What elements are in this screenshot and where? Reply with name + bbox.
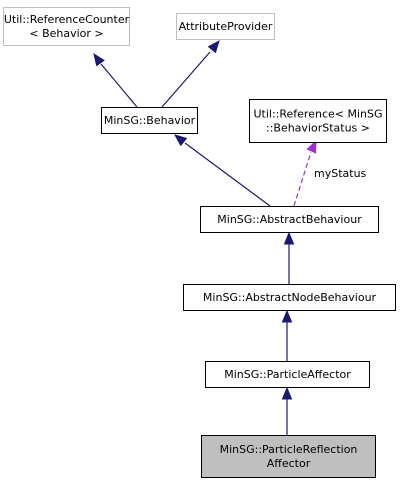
class-node-attribute-provider[interactable]: AttributeProvider: [176, 13, 275, 40]
arrowhead-icon: [281, 386, 293, 400]
edge-behavior-to-attribute-provider: [161, 39, 220, 108]
edge-behavior-to-reference-counter: [93, 52, 138, 108]
class-box: [200, 206, 379, 233]
class-box: [3, 7, 130, 46]
edge-abstract-node-behaviour-to-abstract-behaviour: [283, 231, 295, 284]
class-name-line: Util::Reference< MinSG: [253, 108, 382, 121]
class-name-line: Util::ReferenceCounter: [4, 13, 130, 26]
edge-label: myStatus: [314, 167, 367, 180]
class-box: [201, 435, 376, 478]
class-node-reference-counter[interactable]: Util::ReferenceCounter< Behavior >: [3, 7, 130, 46]
class-name-line: AttributeProvider: [179, 20, 273, 33]
class-node-behavior[interactable]: MinSG::Behavior: [101, 107, 198, 134]
edge-particle-affector-to-abstract-node-behaviour: [281, 309, 293, 361]
arrowhead-icon: [93, 52, 105, 67]
edge-particle-reflection-affector-to-particle-affector: [281, 386, 293, 435]
arrowhead-icon: [283, 231, 295, 245]
edge-line: [293, 151, 312, 207]
class-box: [249, 99, 387, 143]
edge-line: [184, 142, 271, 207]
class-name-line: < Behavior >: [29, 27, 103, 40]
class-box: [183, 284, 396, 311]
class-node-reference-behavior-status[interactable]: Util::Reference< MinSG::BehaviorStatus >: [249, 99, 387, 143]
class-node-particle-affector[interactable]: MinSG::ParticleAffector: [205, 361, 370, 388]
edge-abstract-behaviour-to-reference-behavior-status: myStatus: [293, 139, 367, 207]
edge-line: [100, 63, 138, 108]
class-box: [101, 107, 198, 134]
class-name-line: ::BehaviorStatus >: [266, 122, 370, 135]
class-node-abstract-behaviour[interactable]: MinSG::AbstractBehaviour: [200, 206, 379, 233]
edges-layer: myStatus: [93, 39, 367, 435]
class-box: [205, 361, 370, 388]
class-node-abstract-node-behaviour[interactable]: MinSG::AbstractNodeBehaviour: [183, 284, 396, 311]
edge-abstract-behaviour-to-behavior: [173, 134, 271, 207]
class-name-line: MinSG::Behavior: [104, 114, 196, 127]
class-name-line: MinSG::AbstractBehaviour: [217, 213, 362, 226]
class-name-line: MinSG::ParticleReflection: [220, 443, 358, 456]
edge-line: [161, 51, 211, 108]
arrowhead-icon: [281, 309, 293, 323]
class-box: [176, 13, 275, 40]
class-name-line: Affector: [267, 457, 311, 470]
class-name-line: MinSG::AbstractNodeBehaviour: [203, 291, 377, 304]
arrowhead-icon: [306, 139, 317, 154]
nodes-layer: Util::ReferenceCounter< Behavior > Attrib…: [3, 7, 396, 478]
arrowhead-icon: [207, 39, 220, 54]
arrowhead-icon: [173, 134, 188, 147]
class-name-line: MinSG::ParticleAffector: [224, 368, 351, 381]
